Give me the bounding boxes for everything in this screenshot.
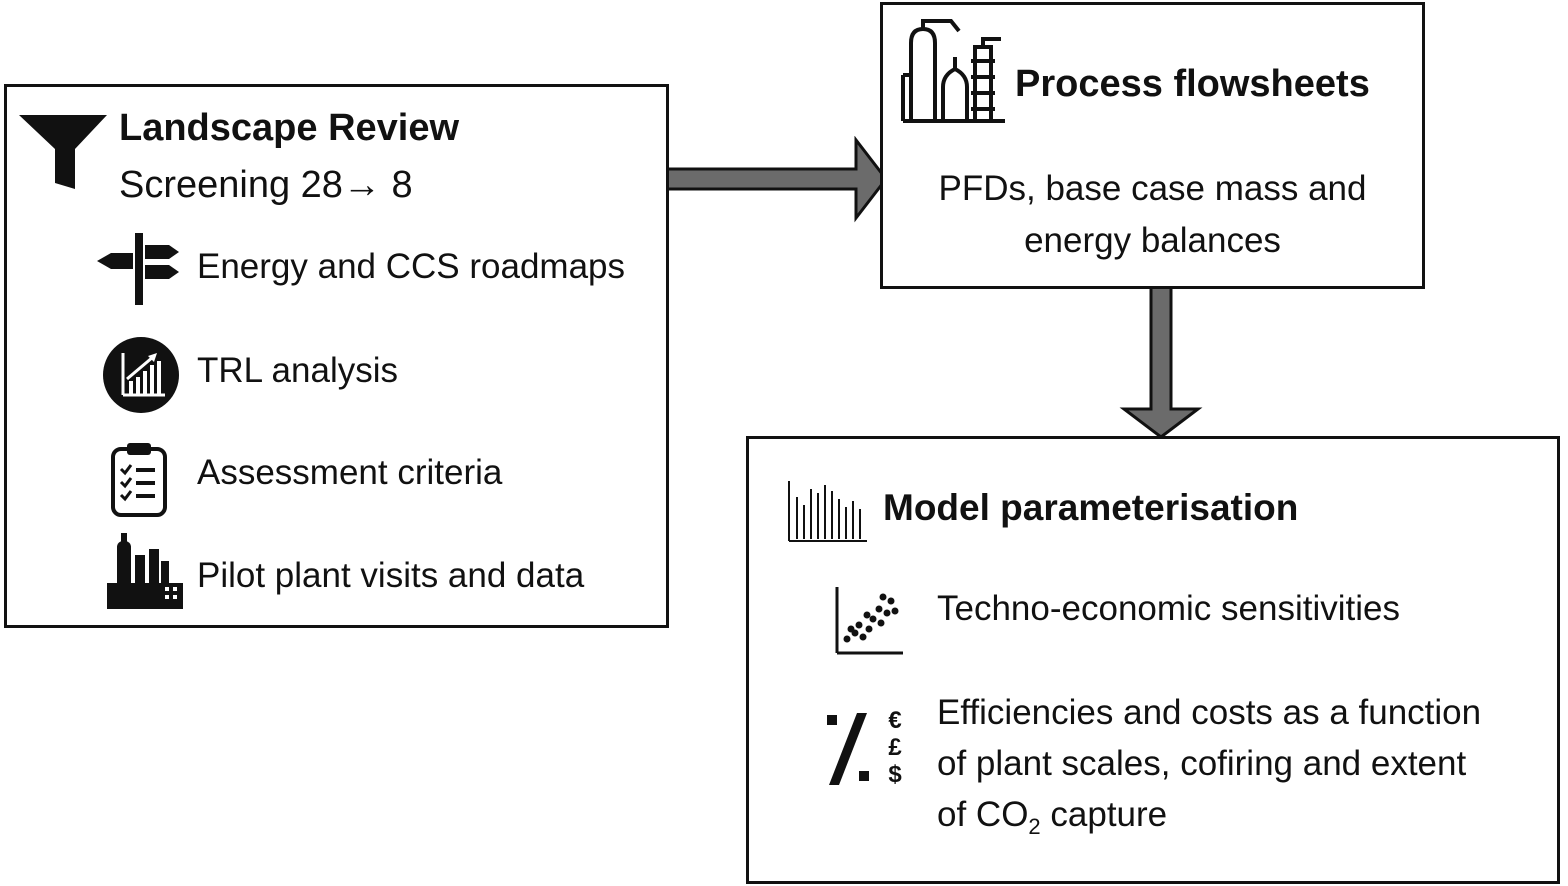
funnel-icon [19,115,107,189]
scatter-plot-icon [835,587,903,655]
bar-chart-icon [788,481,867,542]
landscape-subtitle: Screening 28→ 8 [119,164,413,206]
model-item-efficiencies-line1: Efficiencies and costs as a function [937,693,1482,732]
distillation-columns-icon [901,19,1005,123]
landscape-item-pilot: Pilot plant visits and data [197,556,585,595]
percent-currency-icon: € £ $ [825,707,915,791]
dollar-symbol: $ [888,761,902,788]
model-title: Model parameterisation [883,487,1299,528]
percent-icon [827,713,869,785]
co2-subscript: 2 [1028,814,1041,839]
arrow-process-to-model [1119,285,1203,439]
growth-chart-icon [103,337,179,413]
pound-symbol: £ [888,734,902,761]
signpost-icon [97,233,179,305]
model-item-sensitivities: Techno-economic sensitivities [937,589,1400,628]
landscape-item-trl: TRL analysis [197,351,398,390]
landscape-review-box: Landscape Review Screening 28→ 8 Energy … [4,84,669,628]
model-item-efficiencies-line2: of plant scales, cofiring and extent [937,744,1467,783]
process-flowsheets-box: Process flowsheets PFDs, base case mass … [880,2,1425,289]
process-title: Process flowsheets [1015,63,1370,105]
co2-suffix: capture [1040,795,1168,834]
model-item-efficiencies-line3: of CO2 capture [937,795,1167,840]
process-desc-line1: PFDs, base case mass and [938,169,1367,208]
currency-icon: € £ $ [879,707,911,788]
arrow-landscape-to-process [664,136,888,223]
landscape-item-criteria: Assessment criteria [197,453,503,492]
landscape-title: Landscape Review [119,107,460,149]
landscape-item-roadmaps: Energy and CCS roadmaps [197,247,625,286]
euro-symbol: € [888,707,902,734]
factory-icon [107,533,183,609]
model-parameterisation-box: Model parameterisation Techno-economic s… [746,436,1560,884]
process-desc-line2: energy balances [1024,221,1281,260]
co2-prefix: of CO [937,795,1029,834]
checklist-icon [111,443,167,517]
